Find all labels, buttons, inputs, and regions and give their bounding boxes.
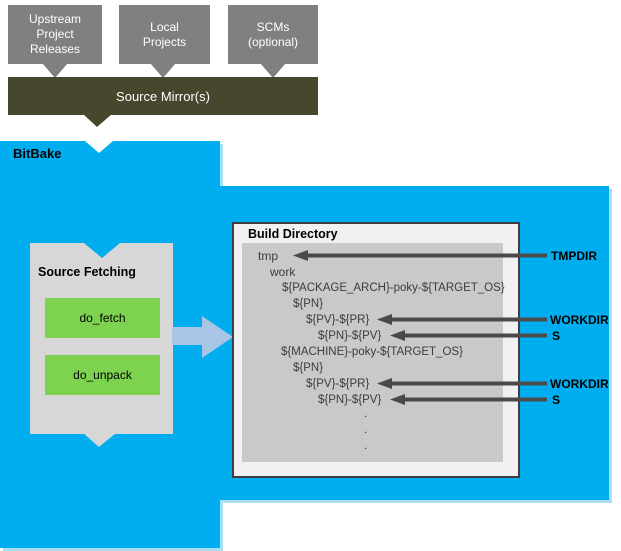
tree-item-pv-pr-1: ${PV}-${PR} [306, 314, 370, 326]
env-label-workdir-1: WORKDIR [550, 313, 609, 327]
tree-item-package-arch: ${PACKAGE_ARCH}-poky-${TARGET_OS} [282, 282, 505, 294]
arrow-workdir-2-icon [377, 378, 547, 389]
local-projects-label: Local Projects [142, 19, 187, 49]
tree-item-pn-2: ${PN} [293, 362, 324, 374]
directory-tree-panel [242, 243, 503, 462]
tree-item-work: work [270, 265, 296, 279]
flow-right-arrow-icon [172, 316, 233, 358]
scms-box-shape [228, 5, 318, 78]
tree-item-tmp: tmp [258, 249, 279, 263]
tree-item-machine: ${MACHINE}-poky-${TARGET_OS} [281, 346, 463, 358]
source-fetching-title: Source Fetching [38, 265, 136, 279]
source-fetching-box-shape [30, 243, 173, 447]
env-label-workdir-2: WORKDIR [550, 377, 609, 391]
tree-item-pv-pr-2: ${PV}-${PR} [306, 378, 370, 390]
bitbake-label: BitBake [13, 146, 62, 161]
upstream-releases-box-shape [8, 5, 102, 78]
source-mirrors-bar-shape [8, 77, 318, 127]
tree-item-dot-3: . [364, 440, 368, 452]
source-mirrors-label: Source Mirror(s) [116, 88, 210, 104]
source-fetching-top-notch [84, 243, 120, 258]
env-label-tmpdir: TMPDIR [551, 249, 597, 263]
tree-item-dot-2: . [364, 424, 368, 436]
do-fetch-label: do_fetch [79, 311, 126, 325]
arrow-workdir-1-icon [377, 314, 547, 325]
scms-label: SCMs (optional) [247, 19, 299, 49]
env-label-s-2: S [552, 393, 561, 407]
arrow-tmpdir-icon [293, 250, 547, 261]
local-projects-box-shape [119, 5, 210, 78]
tree-item-pn-1: ${PN} [293, 298, 324, 310]
do-unpack-box-shape [45, 355, 160, 395]
do-unpack-label: do_unpack [73, 368, 132, 382]
build-directory-title: Build Directory [248, 227, 338, 241]
arrow-s-1-icon [390, 330, 547, 341]
arrow-s-2-icon [390, 394, 547, 405]
env-label-s-1: S [552, 329, 561, 343]
do-fetch-box-shape [45, 298, 160, 338]
upstream-releases-label: Upstream Project Releases [28, 12, 81, 56]
tree-item-pn-pv-2: ${PN}-${PV} [318, 394, 382, 406]
tree-item-pn-pv-1: ${PN}-${PV} [318, 330, 382, 342]
tree-item-dot-1: . [364, 408, 368, 420]
